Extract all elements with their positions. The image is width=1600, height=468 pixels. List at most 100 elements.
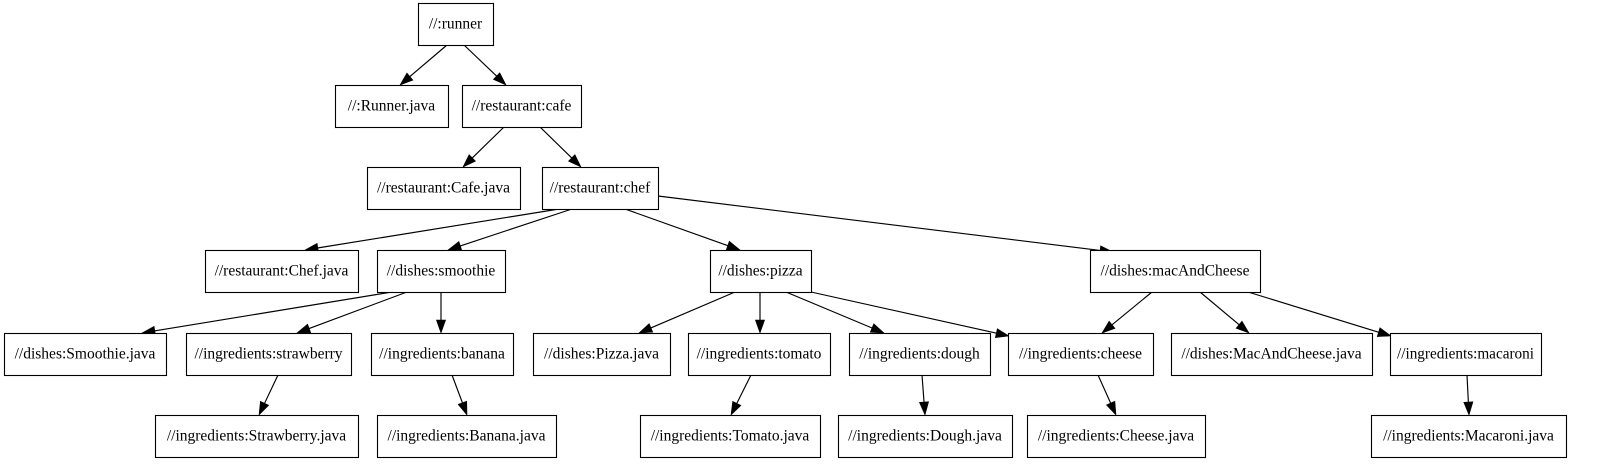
node-box[interactable] [376, 249, 507, 294]
graph-node-smoothie_java[interactable]: //dishes:Smoothie.java [3, 332, 168, 377]
edge-line [1466, 374, 1470, 405]
graph-edge [810, 291, 1010, 339]
graph-node-dough_java[interactable]: //ingredients:Dough.java [837, 414, 1014, 459]
graph-edge [1247, 291, 1392, 337]
node-box[interactable] [687, 332, 832, 377]
edge-line [408, 44, 448, 79]
edge-line [921, 374, 925, 405]
graph-node-restaurant_cafe[interactable]: //restaurant:cafe [461, 84, 583, 129]
node-label: //ingredients:tomato [697, 346, 822, 363]
edge-arrowhead-icon [994, 328, 1010, 339]
edge-line [785, 291, 875, 330]
graph-node-runner_java[interactable]: //:Runner.java [334, 84, 450, 129]
node-label: //ingredients:Banana.java [388, 428, 546, 445]
node-box[interactable] [532, 332, 672, 377]
node-box[interactable] [1026, 414, 1207, 459]
graph-node-cheese_java[interactable]: //ingredients:Cheese.java [1026, 414, 1207, 459]
node-box[interactable] [709, 249, 813, 294]
graph-node-ing_banana[interactable]: //ingredients:banana [370, 332, 515, 377]
edge-arrowhead-icon [730, 400, 742, 416]
node-box[interactable] [848, 332, 992, 377]
node-label: //:Runner.java [348, 98, 436, 115]
node-box[interactable] [1089, 249, 1262, 294]
node-box[interactable] [639, 414, 822, 459]
node-label: //ingredients:Cheese.java [1038, 428, 1194, 445]
edge-arrowhead-icon [638, 323, 654, 334]
graph-edge [1101, 291, 1153, 334]
graph-node-tomato_java[interactable]: //ingredients:Tomato.java [639, 414, 822, 459]
edge-line [263, 374, 279, 406]
node-label: //ingredients:Tomato.java [651, 428, 810, 445]
node-box[interactable] [837, 414, 1014, 459]
graph-edge [754, 292, 766, 334]
graph-node-ing_cheese[interactable]: //ingredients:cheese [1007, 332, 1155, 377]
node-label: //ingredients:strawberry [194, 346, 342, 363]
node-box[interactable] [376, 414, 558, 459]
node-label: //ingredients:Macaroni.java [1383, 428, 1554, 445]
edge-line [152, 291, 393, 332]
graph-node-pizza_java[interactable]: //dishes:Pizza.java [532, 332, 672, 377]
node-label: //ingredients:Dough.java [848, 428, 1002, 445]
graph-node-strawberry_java[interactable]: //ingredients:Strawberry.java [154, 414, 360, 459]
node-box[interactable] [185, 332, 353, 377]
node-box[interactable] [541, 166, 660, 211]
node-label: //ingredients:banana [379, 346, 505, 363]
node-box[interactable] [1370, 414, 1568, 459]
graph-node-mac_java[interactable]: //dishes:MacAndCheese.java [1170, 332, 1374, 377]
graph-node-cafe_java[interactable]: //restaurant:Cafe.java [366, 166, 522, 211]
edge-arrowhead-icon [399, 72, 414, 86]
edge-arrowhead-icon [447, 241, 463, 251]
graph-node-banana_java[interactable]: //ingredients:Banana.java [376, 414, 558, 459]
graph-node-macaroni_java[interactable]: //ingredients:Macaroni.java [1370, 414, 1568, 459]
edge-line [315, 208, 560, 249]
edge-line [451, 374, 464, 405]
node-box[interactable] [204, 249, 360, 294]
graph-edge [296, 291, 408, 334]
graph-node-dishes_mac[interactable]: //dishes:macAndCheese [1089, 249, 1262, 294]
edge-arrowhead-icon [1101, 320, 1116, 334]
graph-edge [258, 374, 279, 416]
node-label: //restaurant:chef [550, 180, 652, 197]
graph-node-restaurant_chef[interactable]: //restaurant:chef [541, 166, 660, 211]
graph-node-runner[interactable]: //:runner [417, 2, 495, 47]
graph-node-ing_macaroni[interactable]: //ingredients:macaroni [1389, 332, 1543, 377]
edge-arrowhead-icon [457, 400, 468, 416]
graph-node-ing_tomato[interactable]: //ingredients:tomato [687, 332, 832, 377]
graph-node-ing_dough[interactable]: //ingredients:dough [848, 332, 992, 377]
node-box[interactable] [1170, 332, 1374, 377]
graph-node-dishes_pizza[interactable]: //dishes:pizza [709, 249, 813, 294]
graph-node-chef_java[interactable]: //restaurant:Chef.java [204, 249, 360, 294]
graph-node-ing_strawberry[interactable]: //ingredients:strawberry [185, 332, 353, 377]
graph-edge [1097, 374, 1117, 416]
node-box[interactable] [3, 332, 168, 377]
node-label: //dishes:MacAndCheese.java [1181, 346, 1361, 363]
edge-line [657, 195, 1103, 252]
node-label: //ingredients:cheese [1019, 346, 1142, 363]
graph-edge [624, 208, 741, 251]
graph-edge [1463, 374, 1474, 416]
graph-node-dishes_smoothie[interactable]: //dishes:smoothie [376, 249, 507, 294]
graph-edge [141, 291, 393, 336]
edge-arrowhead-icon [869, 323, 885, 334]
node-box[interactable] [334, 84, 450, 129]
node-box[interactable] [154, 414, 360, 459]
node-box[interactable] [1389, 332, 1543, 377]
node-box[interactable] [370, 332, 515, 377]
node-box[interactable] [366, 166, 522, 211]
node-label: //ingredients:dough [859, 346, 980, 363]
edge-arrowhead-icon [1463, 401, 1474, 416]
edge-arrowhead-icon [435, 319, 447, 334]
node-box[interactable] [461, 84, 583, 129]
edge-arrowhead-icon [567, 154, 582, 168]
edge-line [470, 126, 505, 160]
edge-arrowhead-icon [1235, 320, 1250, 334]
node-box[interactable] [417, 2, 495, 47]
edge-arrowhead-icon [258, 400, 270, 416]
node-box[interactable] [1007, 332, 1155, 377]
edge-line [648, 291, 736, 330]
edge-line [1110, 291, 1153, 327]
edge-line [735, 374, 752, 406]
node-label: //restaurant:Cafe.java [377, 180, 510, 197]
node-label: //ingredients:Strawberry.java [167, 428, 346, 445]
